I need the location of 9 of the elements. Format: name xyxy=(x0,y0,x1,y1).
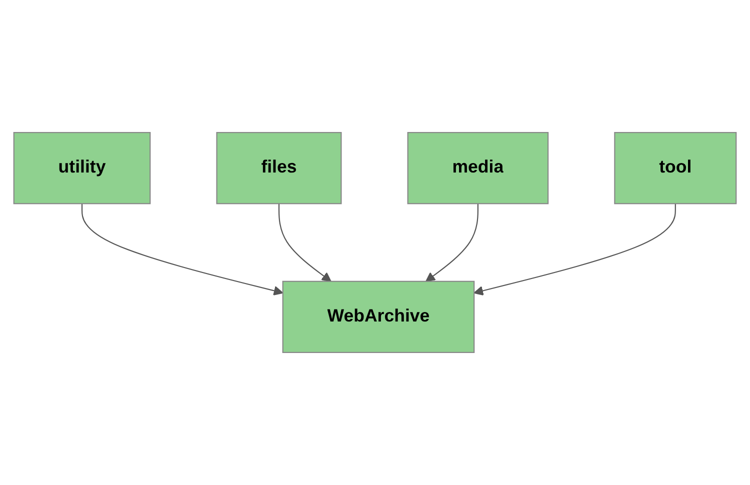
arrow xyxy=(426,204,478,282)
arrow xyxy=(278,204,332,282)
arrow xyxy=(81,204,284,296)
node-box: WebArchive xyxy=(282,280,475,353)
node-box: tool xyxy=(614,132,737,204)
node-box: utility xyxy=(13,132,151,204)
node-box: files xyxy=(216,132,342,204)
arrow xyxy=(474,204,676,296)
node-box: media xyxy=(407,132,549,204)
